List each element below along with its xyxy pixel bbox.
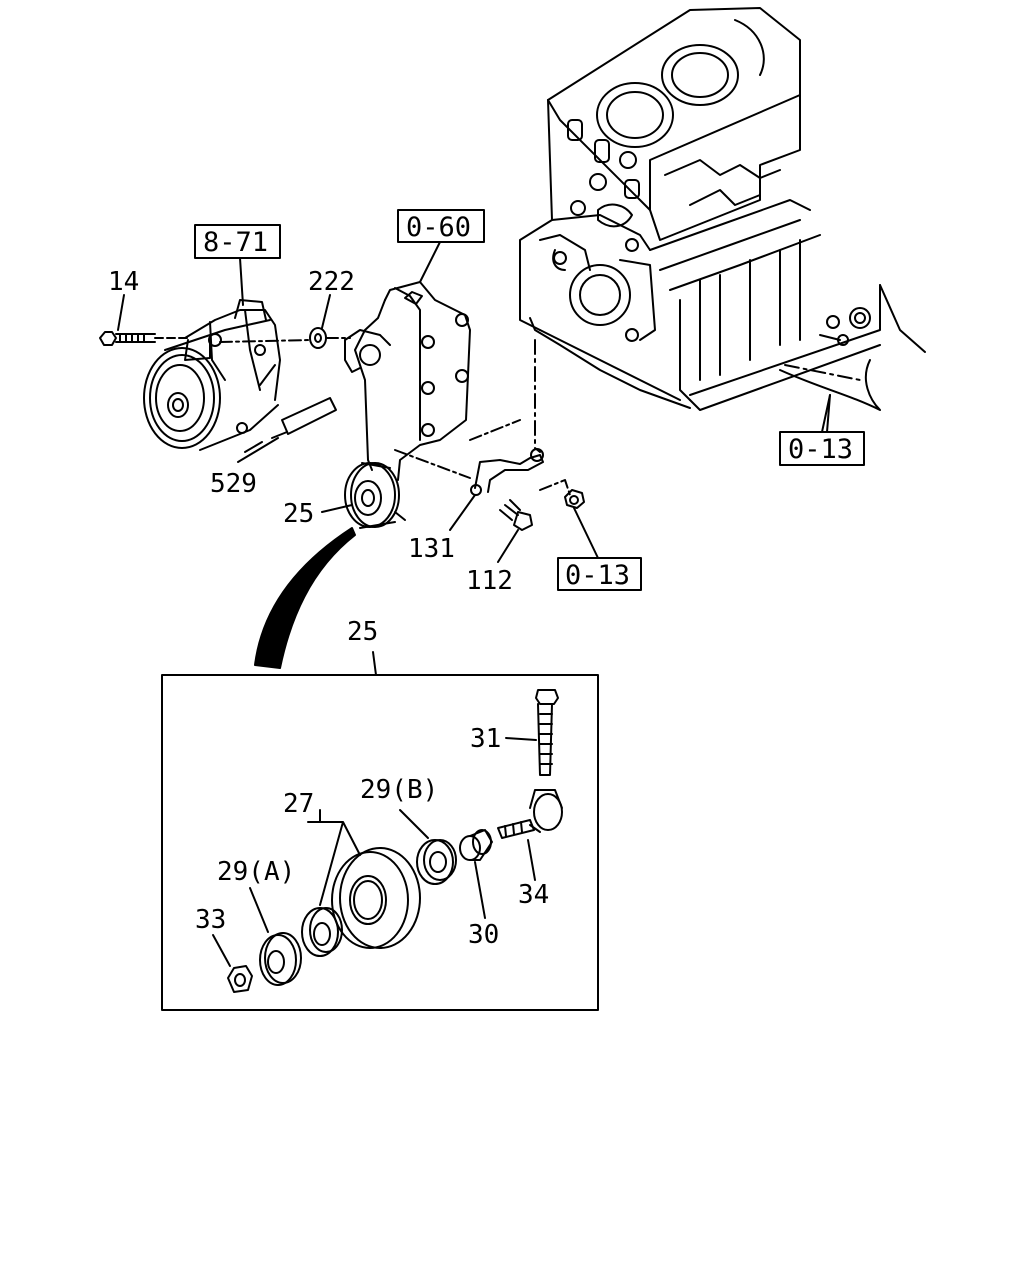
label-30: 30 (468, 920, 499, 950)
bolt-14 (99, 331, 189, 346)
ref-box-013-bottom-frame (557, 557, 642, 591)
tensioner-bracket (344, 281, 521, 481)
engine-block (519, 7, 926, 449)
label-25-detail: 25 (347, 617, 378, 647)
ref-box-871-frame (194, 224, 281, 259)
label-112: 112 (466, 566, 513, 596)
nut-013 (539, 479, 585, 509)
detail-parts (212, 689, 563, 993)
ref-box-013-right-frame (779, 431, 865, 466)
bracket-131 (470, 447, 544, 496)
label-529: 529 (210, 469, 257, 499)
label-29a: 29(A) (217, 857, 295, 887)
plate-529 (244, 397, 337, 453)
labels: 14 222 529 25 131 112 25 31 27 29(B) 29(… (108, 212, 853, 950)
washer-222 (219, 327, 351, 349)
label-222: 222 (308, 267, 355, 297)
label-29b: 29(B) (360, 775, 438, 805)
ref-box-013-bottom: 0-13 (565, 560, 630, 591)
label-31: 31 (470, 724, 501, 754)
ref-box-060: 0-60 (406, 212, 471, 243)
ref-box-871: 8-71 (203, 227, 268, 258)
label-34: 34 (518, 880, 549, 910)
ac-compressor (143, 299, 281, 451)
leader-lines (117, 241, 831, 563)
label-131: 131 (408, 534, 455, 564)
ref-box-060-frame (397, 209, 485, 243)
bolt-112 (499, 499, 533, 531)
label-33: 33 (195, 905, 226, 935)
label-27: 27 (283, 789, 314, 819)
detail-arrow (254, 527, 356, 669)
detail-box (161, 674, 599, 1011)
label-14: 14 (108, 267, 139, 297)
label-25-top: 25 (283, 499, 314, 529)
idler-pulley-25 (344, 462, 406, 529)
ref-box-013-right: 0-13 (788, 434, 853, 465)
